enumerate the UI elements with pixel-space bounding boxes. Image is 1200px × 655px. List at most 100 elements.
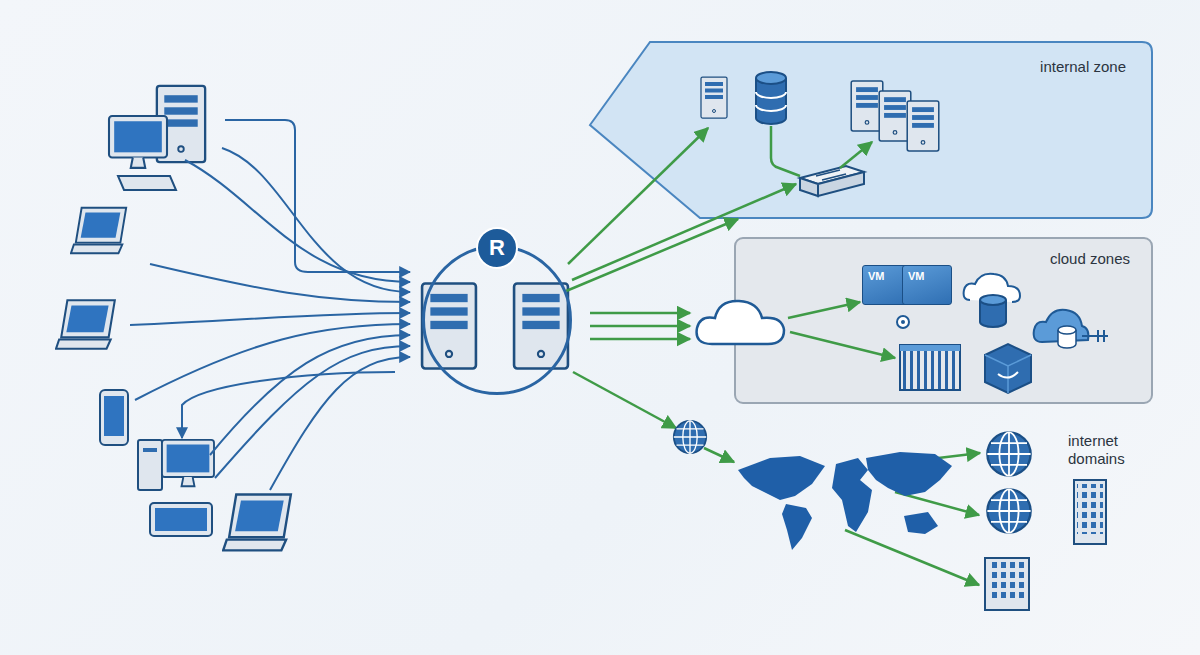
cloud-zone: cloud zonesVMVM <box>735 238 1152 403</box>
desktop-computer <box>143 448 157 452</box>
router-server <box>422 284 568 369</box>
domain-building <box>1074 480 1106 544</box>
internal-link <box>572 184 796 280</box>
network-switch <box>800 166 864 196</box>
cloud-link <box>790 332 895 358</box>
desktop-computer <box>155 508 207 531</box>
laptop-computer <box>223 495 291 551</box>
cloud-link <box>788 302 860 318</box>
desktop-computer <box>118 176 176 190</box>
network-switch <box>800 172 864 196</box>
vm-box: VM <box>902 265 952 305</box>
client-connection <box>222 148 410 292</box>
cloud-storage <box>1034 310 1108 348</box>
server-stack <box>879 91 911 141</box>
database <box>756 72 786 84</box>
network-switch <box>816 170 846 180</box>
router-server <box>514 284 568 369</box>
cloud-gear <box>901 320 905 324</box>
internal-server <box>701 77 727 118</box>
cloud-database <box>964 274 1020 327</box>
world-map <box>782 504 812 550</box>
desktop-computer <box>162 440 214 486</box>
server-stack <box>907 101 939 151</box>
internal-link <box>840 142 872 168</box>
cloud-icon <box>697 301 784 344</box>
client-connection <box>130 313 410 325</box>
desktop-computer <box>138 440 214 536</box>
cloud-database <box>980 295 1006 305</box>
cloud-link <box>590 312 690 315</box>
domain-building <box>1077 484 1103 534</box>
globe-icon <box>674 421 706 453</box>
container <box>900 345 960 390</box>
cloud-gear <box>897 316 909 328</box>
domain-building <box>989 562 1025 602</box>
desktop-computer <box>109 86 205 190</box>
cloud-link <box>590 325 690 328</box>
internal-link <box>568 128 708 264</box>
container-cube <box>985 344 1031 393</box>
client-connection <box>225 120 410 272</box>
router-server <box>422 284 476 369</box>
client-connection <box>150 264 410 302</box>
container <box>900 345 960 390</box>
domain-globe <box>987 432 1030 475</box>
laptop-computer <box>223 495 291 551</box>
domain-globe <box>987 489 1030 532</box>
laptop-computer <box>71 208 126 254</box>
cloud-zone-shape <box>735 238 1152 403</box>
container-cube <box>985 355 1031 393</box>
desktop-computer <box>138 440 162 490</box>
internet-link <box>573 372 980 585</box>
cloud-storage <box>1058 326 1076 334</box>
server-stack <box>851 81 883 131</box>
cloud-storage <box>1082 330 1108 342</box>
internal-link <box>568 126 872 280</box>
database <box>756 92 786 111</box>
laptop-computer <box>56 300 115 348</box>
zone-label: internal zone <box>588 58 1126 75</box>
domain-building <box>985 558 1029 610</box>
internet-link <box>704 448 734 462</box>
container-cube <box>998 372 1018 378</box>
domain-building <box>985 558 1029 610</box>
internal-server <box>701 77 727 118</box>
globe-icon <box>674 421 706 453</box>
desktop-computer <box>150 503 212 536</box>
domain-globe <box>987 489 1030 532</box>
cloud-zone-shape <box>735 238 1152 403</box>
world-map <box>832 458 872 532</box>
internet-link <box>845 530 979 585</box>
laptop-computer <box>71 208 126 254</box>
server-stack <box>851 81 939 151</box>
laptop-computer <box>56 300 115 348</box>
client-connection <box>182 372 395 438</box>
client-connection <box>210 335 410 455</box>
database <box>756 72 786 124</box>
vm-label: VM <box>903 266 951 282</box>
network-link <box>566 219 738 291</box>
phone <box>100 390 128 445</box>
internal-zone: internal zone <box>588 40 1154 220</box>
internet-link <box>573 372 676 428</box>
domain-globe <box>987 432 1030 475</box>
phone <box>104 396 124 436</box>
cloud-link <box>590 338 690 341</box>
router-node: R <box>422 245 572 395</box>
domain-building <box>1074 480 1106 544</box>
client-connection <box>215 346 410 478</box>
container-cube <box>985 344 1031 393</box>
world-map <box>738 456 825 500</box>
world-map <box>738 452 952 550</box>
cloud-icon <box>697 301 784 344</box>
client-connection <box>130 120 410 490</box>
internal-link <box>771 126 800 176</box>
container <box>900 345 960 351</box>
desktop-computer <box>109 116 167 168</box>
world-map <box>866 452 952 496</box>
router-badge: R <box>476 227 518 269</box>
